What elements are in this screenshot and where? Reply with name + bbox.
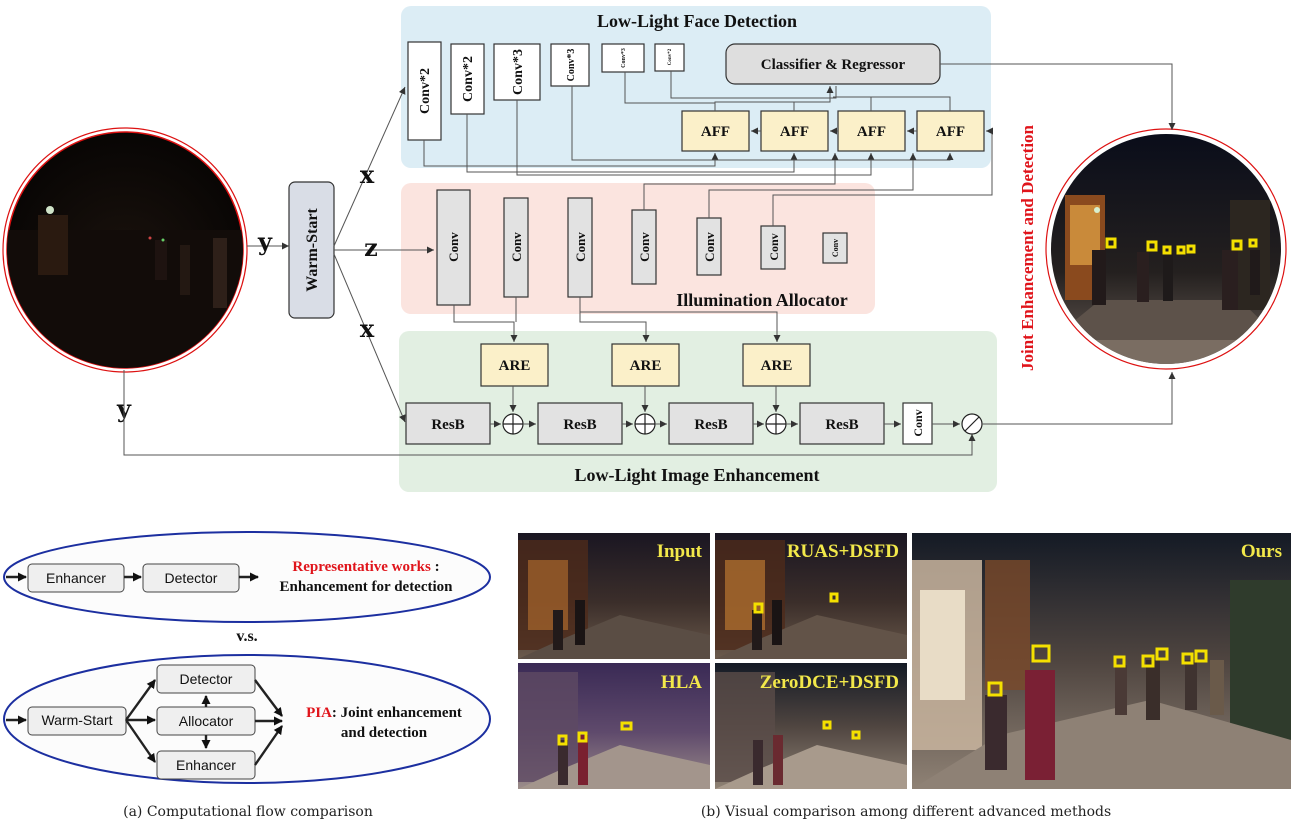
aff-2: AFF [760, 110, 829, 152]
svg-text:RUAS+DSFD: RUAS+DSFD [787, 541, 899, 562]
are-2: ARE [611, 343, 680, 387]
svg-text:Classifier & Regressor: Classifier & Regressor [761, 57, 906, 73]
representative-works-line2: Enhancement for detection [279, 579, 453, 595]
det-conv-3: Conv*3 [493, 43, 541, 101]
output-enhanced-image [1045, 128, 1287, 370]
flow-allocator-box: Allocator [156, 706, 256, 736]
detection-panel-title: Low-Light Face Detection [597, 11, 797, 31]
representative-works-line1: Representative works : [292, 559, 439, 575]
resb-1: ResB [405, 402, 491, 445]
svg-text:Conv: Conv [767, 233, 781, 260]
det-conv-2: Conv*2 [450, 43, 485, 115]
svg-text:ZeroDCE+DSFD: ZeroDCE+DSFD [760, 672, 899, 693]
det-conv-4: Conv*3 [550, 43, 590, 87]
flow-enhancer-box: Enhancer [27, 563, 125, 593]
aff-1: AFF [681, 110, 750, 152]
label-y-input: y [257, 227, 273, 256]
svg-text:Conv: Conv [911, 409, 925, 436]
vs-label: v.s. [236, 628, 257, 645]
illum-conv-7: Conv [822, 232, 848, 264]
caption-b: (b) Visual comparison among different ad… [701, 804, 1111, 820]
label-z: z [364, 233, 378, 262]
svg-text:Conv: Conv [509, 232, 524, 262]
svg-text:Conv*3: Conv*3 [566, 49, 577, 82]
svg-text:Conv: Conv [831, 239, 840, 257]
thumb-zerodce-dsfd: ZeroDCE+DSFD [715, 663, 907, 789]
side-title: Joint Enhancement and Detection [1018, 124, 1037, 371]
resb-4: ResB [799, 402, 885, 445]
plus-node-2 [634, 413, 656, 435]
svg-text:Conv*2: Conv*2 [461, 56, 476, 102]
svg-text:Enhancer: Enhancer [46, 570, 106, 586]
svg-text:Detector: Detector [180, 671, 233, 687]
svg-text:AFF: AFF [780, 124, 809, 140]
thumb-hla: HLA [518, 663, 710, 789]
divide-node [961, 413, 983, 435]
svg-text:Warm-Start: Warm-Start [304, 208, 321, 292]
enh-final-conv: Conv [902, 402, 933, 445]
svg-text:ARE: ARE [499, 358, 531, 374]
resb-3: ResB [668, 402, 754, 445]
svg-text:ARE: ARE [761, 358, 793, 374]
det-conv-6: Conv*2 [654, 43, 685, 72]
svg-text:Detector: Detector [165, 570, 218, 586]
svg-text:Conv*3: Conv*3 [621, 48, 627, 68]
svg-text:ResB: ResB [563, 417, 596, 433]
svg-text:Conv: Conv [702, 232, 717, 262]
pia-line2: and detection [341, 725, 428, 741]
illum-conv-2: Conv [503, 197, 529, 298]
plus-node-1 [502, 413, 524, 435]
allocator-panel-title: Illumination Allocator [676, 290, 848, 310]
det-conv-1: Conv*2 [407, 41, 442, 141]
svg-text:Enhancer: Enhancer [176, 757, 236, 773]
aff-4: AFF [916, 110, 985, 152]
illum-conv-5: Conv [696, 217, 722, 276]
pia-line1: PIA: Joint enhancement [306, 705, 462, 721]
svg-text:Allocator: Allocator [179, 713, 234, 729]
svg-text:ResB: ResB [825, 417, 858, 433]
svg-text:Conv*3: Conv*3 [511, 49, 526, 95]
illum-conv-6: Conv [760, 225, 786, 270]
warm-start-block: Warm-Start [288, 181, 335, 319]
flow-detector-box: Detector [142, 563, 240, 593]
svg-text:Conv*2: Conv*2 [668, 48, 673, 65]
thumb-input: Input [518, 533, 710, 659]
svg-text:AFF: AFF [701, 124, 730, 140]
are-3: ARE [742, 343, 811, 387]
resb-2: ResB [537, 402, 623, 445]
illum-conv-4: Conv [631, 209, 657, 285]
label-x-bottom: x [360, 314, 375, 343]
input-dark-image [2, 127, 248, 373]
svg-text:ARE: ARE [630, 358, 662, 374]
thumb-ruas-dsfd: RUAS+DSFD [715, 533, 907, 659]
illum-conv-1: Conv [436, 189, 471, 306]
det-conv-5: Conv*3 [601, 43, 645, 73]
svg-text:Input: Input [657, 541, 703, 562]
plus-node-3 [765, 413, 787, 435]
svg-text:ResB: ResB [431, 417, 464, 433]
svg-text:Ours: Ours [1241, 541, 1282, 562]
svg-text:AFF: AFF [936, 124, 965, 140]
svg-text:HLA: HLA [661, 672, 702, 693]
are-1: ARE [480, 343, 549, 387]
label-x-top: x [360, 160, 375, 189]
illum-conv-3: Conv [567, 197, 593, 298]
svg-text:Conv: Conv [573, 232, 588, 262]
enhancement-panel-title: Low-Light Image Enhancement [574, 465, 819, 485]
thumb-ours: Ours [912, 533, 1291, 789]
caption-a: (a) Computational flow comparison [123, 804, 373, 820]
flow-warmstart-box: Warm-Start [27, 706, 127, 736]
classifier-regressor: Classifier & Regressor [725, 43, 941, 85]
aff-3: AFF [837, 110, 906, 152]
flow-detector2-box: Detector [156, 664, 256, 694]
visual-comparison: Input RUAS+DSFD HLA [518, 533, 1291, 820]
svg-text:Conv: Conv [446, 232, 461, 262]
flow-enhancer2-box: Enhancer [156, 750, 256, 780]
svg-text:Conv*2: Conv*2 [418, 68, 433, 114]
svg-text:Warm-Start: Warm-Start [41, 712, 112, 728]
svg-text:AFF: AFF [857, 124, 886, 140]
svg-text:Conv: Conv [637, 232, 652, 262]
flow-comparison: Enhancer Detector Representative works :… [3, 531, 491, 820]
svg-text:ResB: ResB [694, 417, 727, 433]
